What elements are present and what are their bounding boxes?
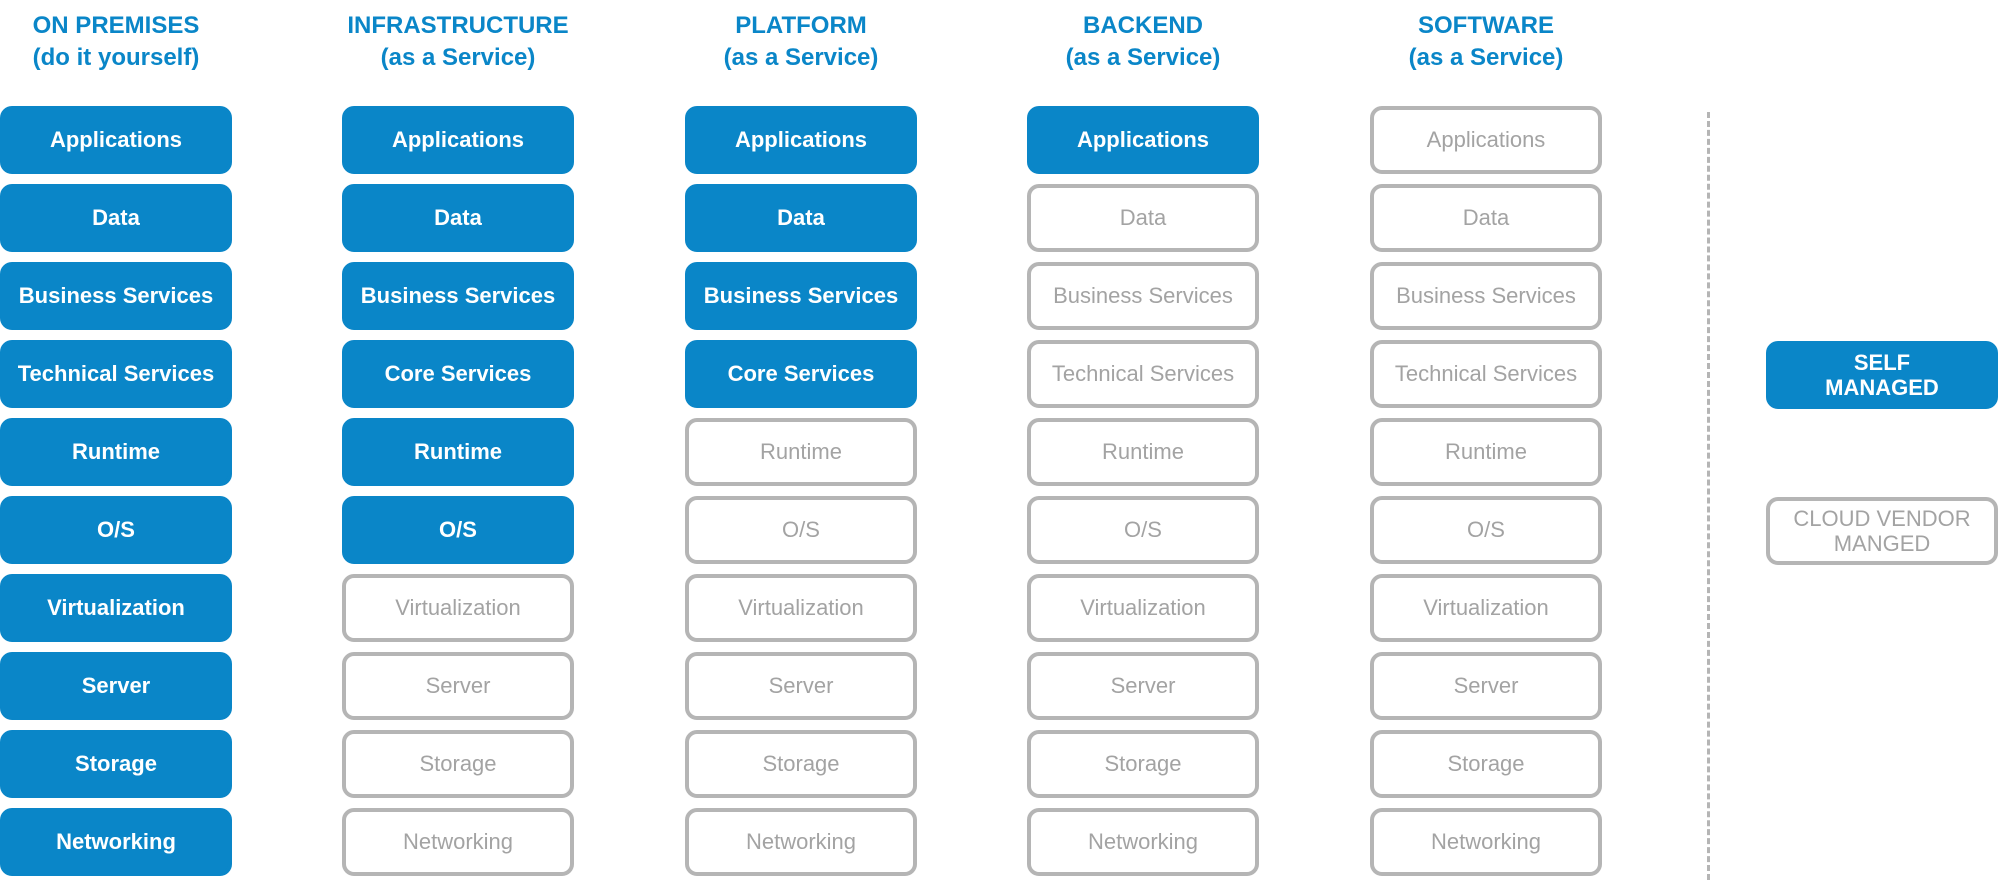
layer-box-applications: Applications xyxy=(685,106,917,174)
layer-box-o-s: O/S xyxy=(685,496,917,564)
layer-box-technical-services: Technical Services xyxy=(0,340,232,408)
legend-vendor-line1: CLOUD VENDOR xyxy=(1793,506,1971,531)
layer-box-server: Server xyxy=(1027,652,1259,720)
layer-box-networking: Networking xyxy=(685,808,917,876)
layer-box-data: Data xyxy=(1370,184,1602,252)
layer-box-storage: Storage xyxy=(1370,730,1602,798)
layer-box-networking: Networking xyxy=(1370,808,1602,876)
layer-box-virtualization: Virtualization xyxy=(342,574,574,642)
column-subtitle: (as a Service) xyxy=(723,44,879,71)
column-title: ON PREMISES xyxy=(32,12,200,39)
layer-box-business-services: Business Services xyxy=(1027,262,1259,330)
layer-box-storage: Storage xyxy=(342,730,574,798)
layer-box-o-s: O/S xyxy=(0,496,232,564)
layer-box-applications: Applications xyxy=(0,106,232,174)
layer-box-runtime: Runtime xyxy=(1370,418,1602,486)
legend-divider xyxy=(1707,112,1710,880)
layer-box-o-s: O/S xyxy=(342,496,574,564)
legend-vendor-line2: MANGED xyxy=(1833,531,1931,556)
layer-box-business-services: Business Services xyxy=(1370,262,1602,330)
layer-box-server: Server xyxy=(1370,652,1602,720)
layer-box-data: Data xyxy=(0,184,232,252)
layer-box-server: Server xyxy=(342,652,574,720)
legend-self-managed: SELF MANAGED xyxy=(1766,341,1998,409)
layer-box-core-services: Core Services xyxy=(685,340,917,408)
column-on-premises: ON PREMISES (do it yourself) Application… xyxy=(0,0,232,886)
legend-self-line2: MANAGED xyxy=(1825,375,1939,400)
layer-box-storage: Storage xyxy=(685,730,917,798)
legend-cloud-vendor-managed: CLOUD VENDOR MANGED xyxy=(1766,497,1998,565)
layer-box-storage: Storage xyxy=(1027,730,1259,798)
layer-box-business-services: Business Services xyxy=(685,262,917,330)
column-header: ON PREMISES (do it yourself) xyxy=(0,0,232,106)
column-infrastructure: INFRASTRUCTURE (as a Service) Applicatio… xyxy=(342,0,574,886)
layer-box-runtime: Runtime xyxy=(1027,418,1259,486)
layer-box-networking: Networking xyxy=(0,808,232,876)
layer-box-business-services: Business Services xyxy=(0,262,232,330)
layer-box-o-s: O/S xyxy=(1027,496,1259,564)
column-header: SOFTWARE (as a Service) xyxy=(1370,0,1602,106)
column-subtitle: (as a Service) xyxy=(1408,44,1564,71)
layer-box-virtualization: Virtualization xyxy=(1027,574,1259,642)
layer-box-networking: Networking xyxy=(342,808,574,876)
layer-box-o-s: O/S xyxy=(1370,496,1602,564)
layer-box-data: Data xyxy=(342,184,574,252)
layer-box-server: Server xyxy=(685,652,917,720)
layer-box-technical-services: Technical Services xyxy=(1027,340,1259,408)
layer-box-runtime: Runtime xyxy=(0,418,232,486)
layer-box-virtualization: Virtualization xyxy=(1370,574,1602,642)
layer-box-virtualization: Virtualization xyxy=(0,574,232,642)
layer-box-runtime: Runtime xyxy=(342,418,574,486)
column-title: SOFTWARE xyxy=(1418,12,1554,39)
column-title: INFRASTRUCTURE xyxy=(347,12,569,39)
column-title: PLATFORM xyxy=(735,12,867,39)
column-subtitle: (as a Service) xyxy=(380,44,536,71)
column-title: BACKEND xyxy=(1083,12,1203,39)
legend-self-line1: SELF xyxy=(1853,350,1911,375)
column-subtitle: (as a Service) xyxy=(1065,44,1221,71)
layer-box-applications: Applications xyxy=(1027,106,1259,174)
layer-box-applications: Applications xyxy=(342,106,574,174)
layer-box-core-services: Core Services xyxy=(342,340,574,408)
layer-box-storage: Storage xyxy=(0,730,232,798)
column-header: INFRASTRUCTURE (as a Service) xyxy=(342,0,574,106)
layer-box-networking: Networking xyxy=(1027,808,1259,876)
layer-box-technical-services: Technical Services xyxy=(1370,340,1602,408)
layer-box-virtualization: Virtualization xyxy=(685,574,917,642)
column-subtitle: (do it yourself) xyxy=(32,44,200,71)
layer-box-data: Data xyxy=(685,184,917,252)
layer-box-server: Server xyxy=(0,652,232,720)
column-header: PLATFORM (as a Service) xyxy=(685,0,917,106)
layer-box-business-services: Business Services xyxy=(342,262,574,330)
layer-box-applications: Applications xyxy=(1370,106,1602,174)
column-header: BACKEND (as a Service) xyxy=(1027,0,1259,106)
layer-box-runtime: Runtime xyxy=(685,418,917,486)
layer-box-data: Data xyxy=(1027,184,1259,252)
